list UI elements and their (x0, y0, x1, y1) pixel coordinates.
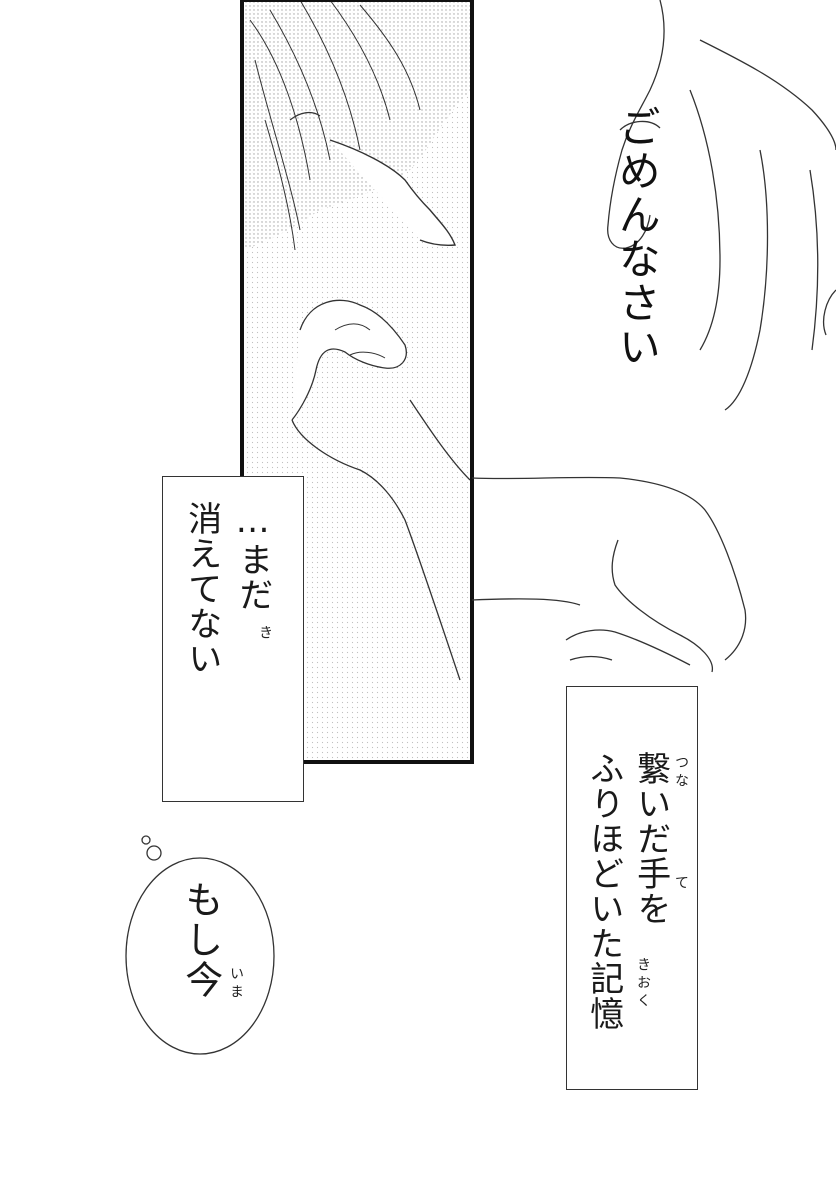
apology-text: ごめんなさい (612, 105, 662, 369)
thought-text: もし今 (178, 880, 223, 1000)
furigana-ima: いま (228, 966, 244, 1002)
caption-left-line-1: …まだ (232, 501, 273, 612)
caption-right-line-2: ふりほどいた記憶 (583, 751, 624, 1031)
hand-illustration (607, 0, 836, 411)
caption-left-columns: …まだ 消えてない (181, 501, 273, 791)
caption-right-columns: 繋いだ手を ふりほどいた記憶 (583, 751, 671, 1081)
caption-left-line-2: 消えてない (181, 501, 222, 676)
furigana-kioku: きおく (635, 957, 651, 1011)
furigana-te: て (673, 875, 689, 893)
pinching-hand (471, 476, 747, 701)
caption-box-right: 繋いだ手を ふりほどいた記憶 つな て きおく (566, 686, 698, 1090)
furigana-tsuna: つな (673, 755, 689, 791)
thought-bubble-icon (125, 835, 275, 1055)
caption-box-left: …まだ 消えてない き (162, 476, 304, 802)
furigana-ki: き (257, 625, 273, 643)
caption-right-line-1: 繋いだ手を (630, 751, 671, 926)
